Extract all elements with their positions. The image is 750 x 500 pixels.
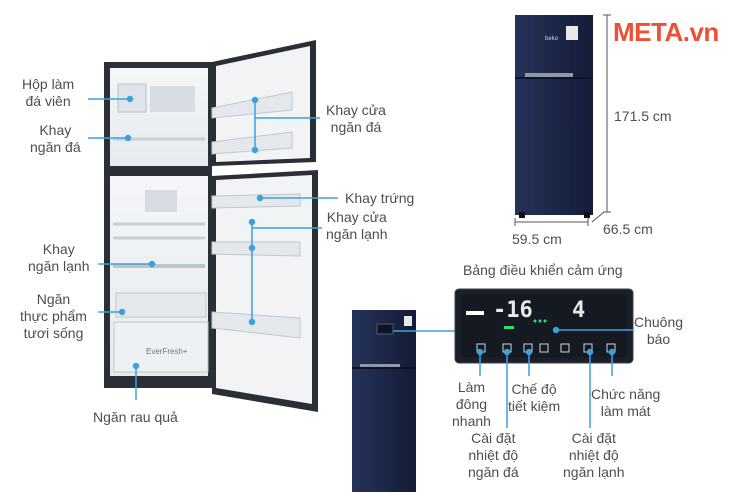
label-fridge-temp-set: Cài đặt nhiệt độ ngăn lạnh <box>563 430 625 480</box>
ice-tray <box>150 86 195 112</box>
control-panel-title: Bảng điều khiển cảm ứng <box>463 262 623 278</box>
label-alarm: Chuông báo <box>634 314 684 347</box>
label-fridge-door-tray: Khay cửa ngăn lạnh <box>326 209 388 242</box>
closed-fridge: beko <box>515 15 593 218</box>
label-cooling-function: Chức năng làm mát <box>591 386 661 419</box>
label-egg-tray: Khay trứng <box>345 190 415 206</box>
ice-maker-box <box>117 83 147 113</box>
label-fridge-shelf: Khay ngăn lạnh <box>28 241 90 274</box>
open-fridge: EverFresh+ <box>104 40 318 412</box>
label-freezer-shelf: Khay ngăn đá <box>30 122 81 155</box>
label-eco-mode: Chế độ tiết kiệm <box>508 381 561 414</box>
label-ice-maker: Hộp làm đá viên <box>22 76 75 109</box>
control-panel-graphic <box>454 288 634 364</box>
svg-text:beko: beko <box>545 36 559 42</box>
callouts-right <box>248 96 338 326</box>
callouts-left <box>88 95 156 400</box>
dimension-lines <box>514 14 611 226</box>
freezer-temp-display: -16 <box>493 298 533 323</box>
dimension-height: 171.5 cm <box>614 108 672 124</box>
fridge-temp-display: 4 <box>572 298 586 323</box>
label-quick-freeze: Làm đông nhanh <box>452 379 491 429</box>
small-fridge <box>352 310 416 492</box>
crisper-drawer <box>113 321 209 373</box>
freezer-cavity <box>110 68 208 166</box>
label-fresh-food: Ngăn thực phẩm tươi sống <box>20 291 87 341</box>
panel-callouts <box>476 326 634 428</box>
brand-logo: META.vn <box>613 17 719 47</box>
label-crisper: Ngăn rau quả <box>93 409 178 425</box>
label-freezer-temp-set: Cài đặt nhiệt độ ngăn đá <box>468 430 519 480</box>
dimension-depth: 66.5 cm <box>603 221 653 237</box>
svg-text:EverFresh+: EverFresh+ <box>146 347 188 356</box>
dimension-width: 59.5 cm <box>512 231 562 247</box>
fridge-light <box>145 190 177 212</box>
label-freezer-door-tray: Khay cửa ngăn đá <box>326 102 386 135</box>
fresh-food-drawer <box>115 292 207 318</box>
